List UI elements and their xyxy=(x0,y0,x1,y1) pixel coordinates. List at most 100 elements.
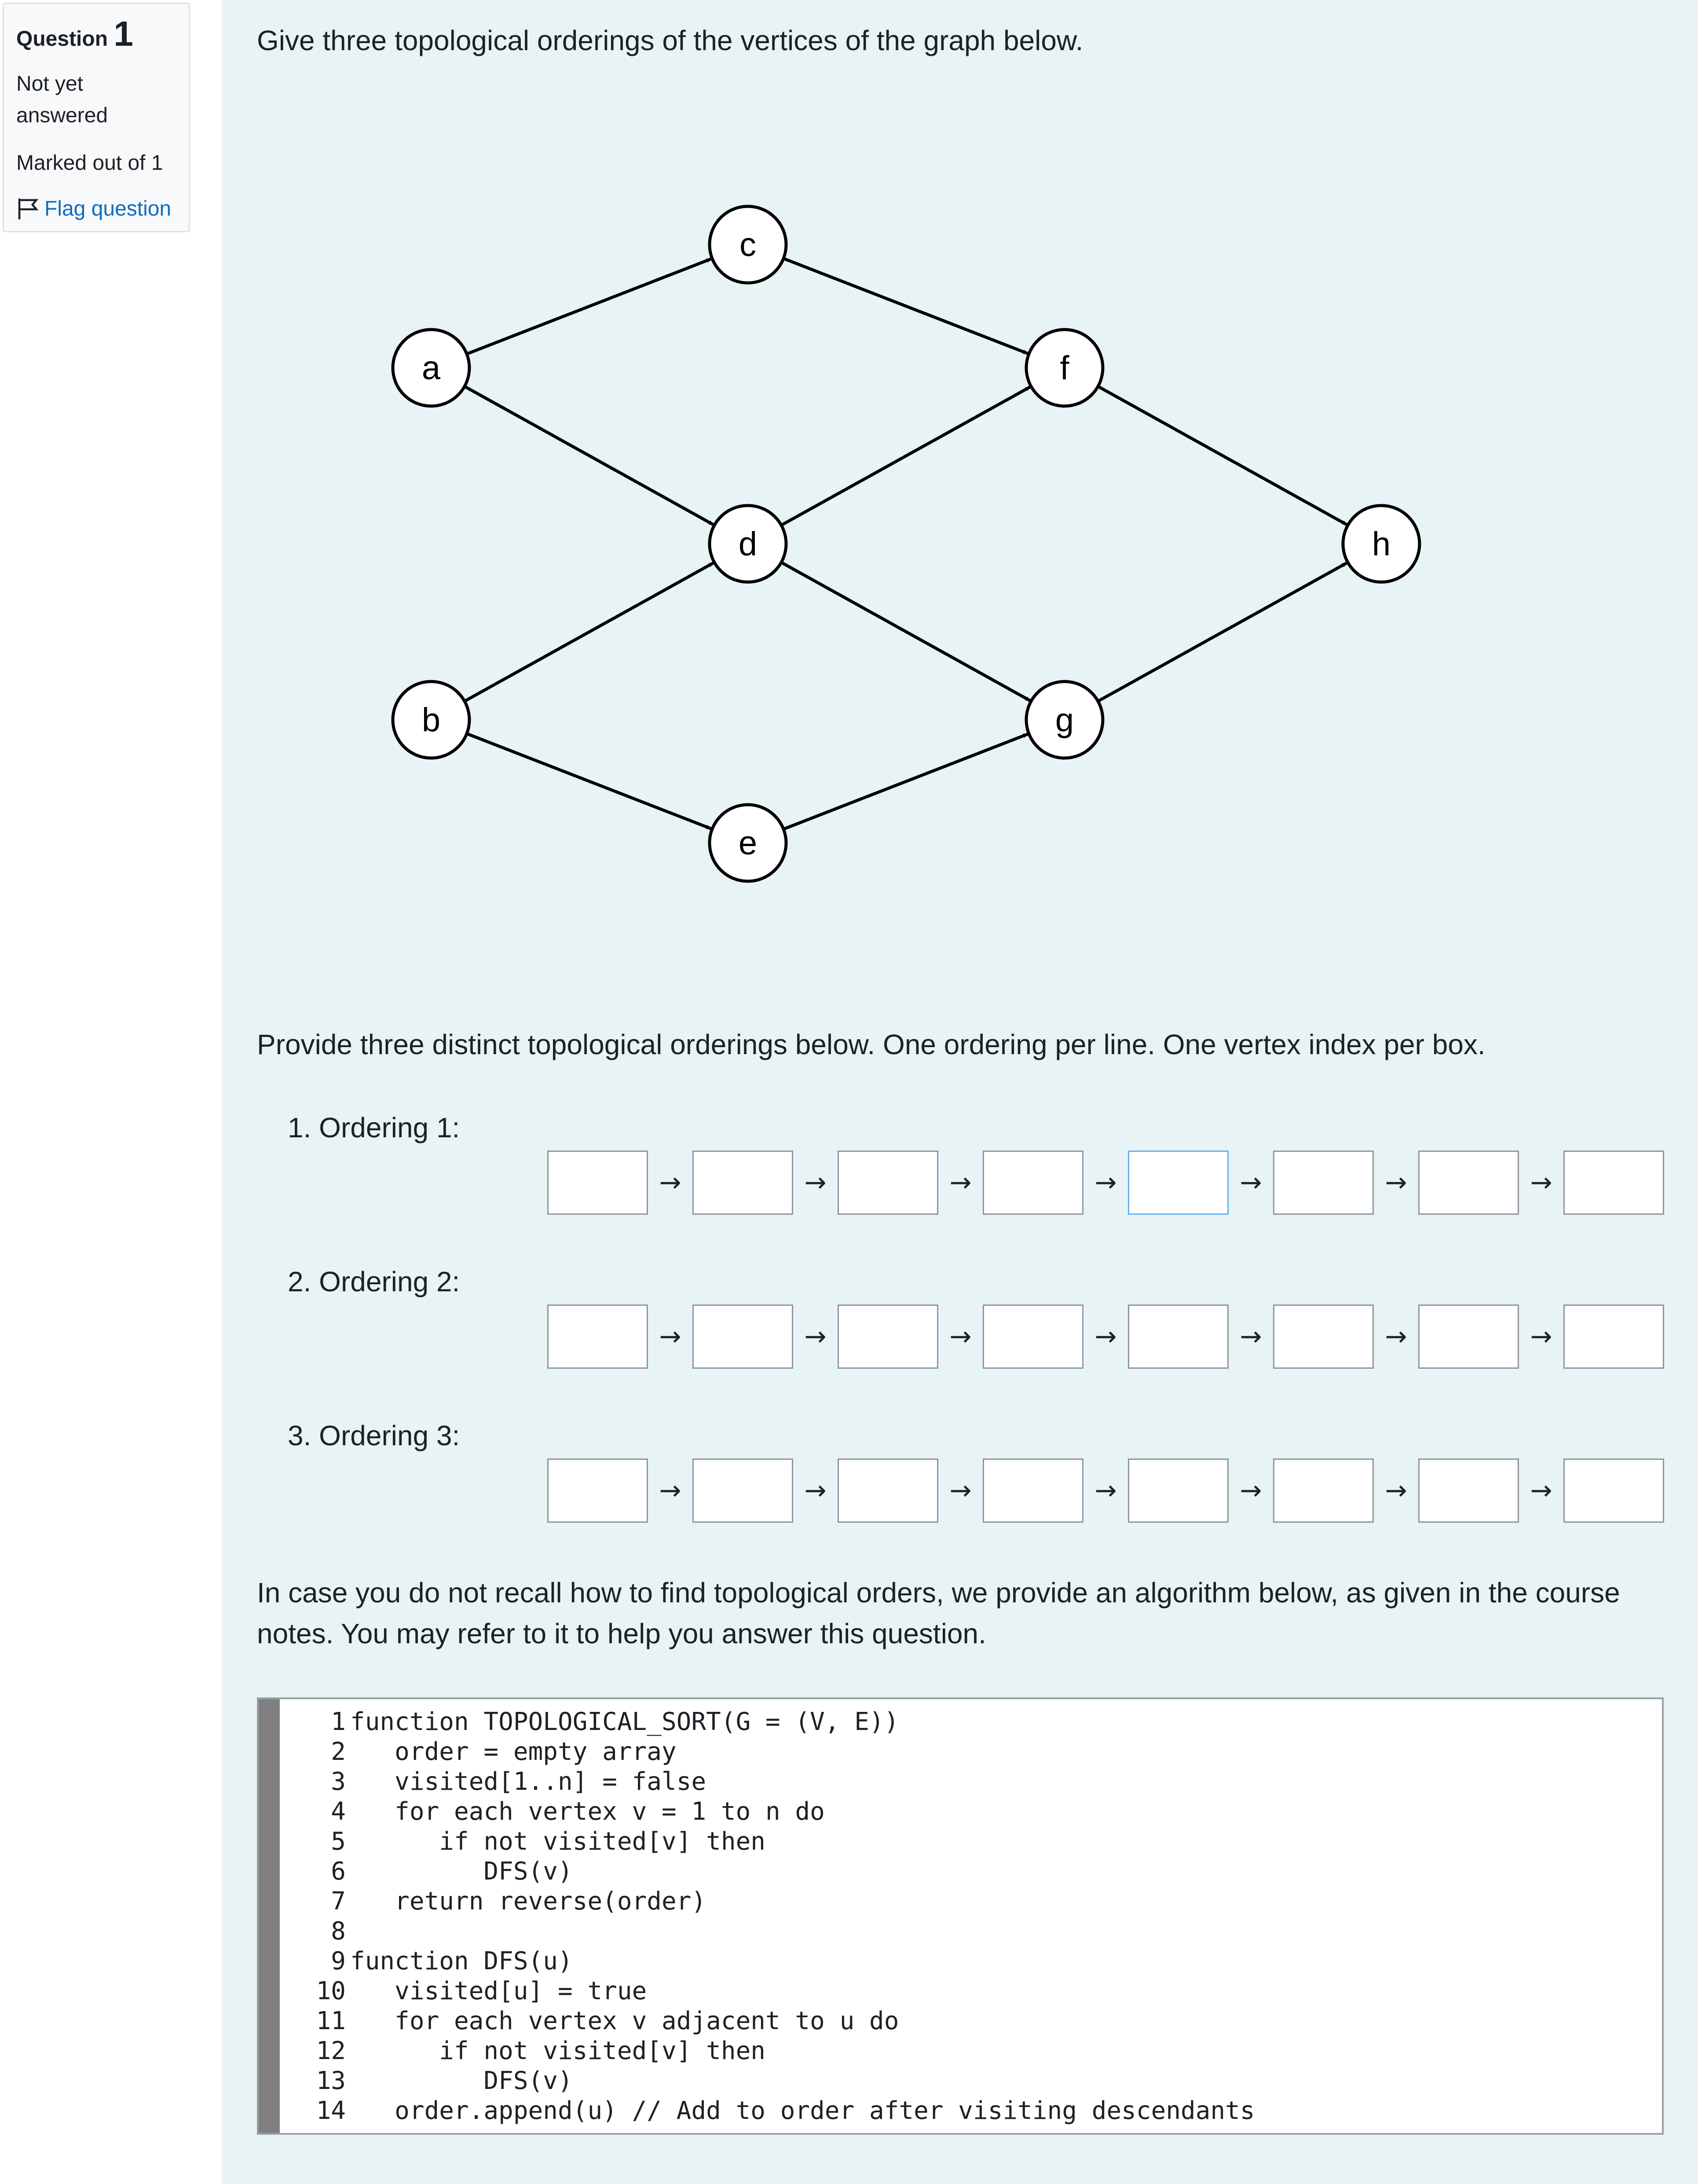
arrow-glyph: → xyxy=(1094,1167,1117,1198)
vertex-h: h xyxy=(1341,504,1421,584)
edge-c-f xyxy=(783,257,1029,355)
ordering-2-box-8[interactable] xyxy=(1563,1305,1664,1369)
ordering-2-box-5[interactable] xyxy=(1128,1305,1229,1369)
vertex-circle xyxy=(1025,328,1105,408)
code-line: 2 order = empty array xyxy=(280,1737,1662,1767)
arrow-glyph: → xyxy=(1385,1167,1407,1198)
line-number: 13 xyxy=(316,2067,346,2095)
line-number: 14 xyxy=(316,2096,346,2125)
vertex-circle xyxy=(708,504,788,584)
vertex-g: g xyxy=(1025,680,1105,760)
question-grade: Marked out of 1 xyxy=(16,151,163,175)
question-number: Question 1 xyxy=(16,16,189,51)
ordering-2-box-7[interactable] xyxy=(1418,1305,1519,1369)
ordering-2-box-3[interactable] xyxy=(838,1305,938,1369)
code-gutter-bar xyxy=(259,1699,280,2133)
line-number: 7 xyxy=(331,1887,346,1916)
vertex-f: f xyxy=(1025,328,1105,408)
ordering-1-box-7[interactable] xyxy=(1418,1151,1519,1215)
code-text: if not visited[v] then xyxy=(350,2037,766,2065)
code-line: 7 return reverse(order) xyxy=(280,1887,1662,1916)
ordering-3-box-3[interactable] xyxy=(838,1458,938,1523)
code-line: 10 visited[u] = true xyxy=(280,1976,1662,2006)
flag-icon xyxy=(18,198,39,220)
line-number: 10 xyxy=(316,1977,346,2005)
code-text: function DFS(u) xyxy=(350,1947,573,1975)
code-line: 13 DFS(v) xyxy=(280,2066,1662,2096)
vertex-label: c xyxy=(739,226,756,264)
vertex-circle xyxy=(391,328,471,408)
arrow-glyph: → xyxy=(949,1167,972,1198)
edge-a-c xyxy=(466,257,712,355)
line-number: 11 xyxy=(316,2007,346,2035)
edge-d-f xyxy=(780,385,1031,527)
vertex-label: a xyxy=(422,349,441,387)
arrow-glyph: → xyxy=(804,1321,827,1352)
code-text: return reverse(order) xyxy=(350,1887,706,1916)
code-text: visited[1..n] = false xyxy=(350,1767,706,1796)
flag-question-label: Flag question xyxy=(44,197,172,220)
vertex-b: b xyxy=(391,680,471,760)
question-state: Not yet answered xyxy=(16,72,108,127)
arrow-glyph: → xyxy=(1530,1321,1552,1352)
ordering-1-box-5[interactable] xyxy=(1128,1151,1229,1215)
ordering-2-box-1[interactable] xyxy=(547,1305,648,1369)
arrow-glyph: → xyxy=(659,1475,681,1506)
ordering-2-box-2[interactable] xyxy=(692,1305,793,1369)
line-number: 5 xyxy=(331,1827,346,1856)
vertex-circle xyxy=(708,205,788,285)
ordering-3-box-8[interactable] xyxy=(1563,1458,1664,1523)
code-line: 6 DFS(v) xyxy=(280,1857,1662,1887)
ordering-1-box-6[interactable] xyxy=(1273,1151,1374,1215)
code-text: for each vertex v adjacent to u do xyxy=(350,2007,899,2035)
arrow-glyph: → xyxy=(1094,1475,1117,1506)
vertex-circle xyxy=(391,680,471,760)
question-label: Question xyxy=(16,27,108,51)
arrow-glyph: → xyxy=(804,1167,827,1198)
ordering-1-box-3[interactable] xyxy=(838,1151,938,1215)
ordering-1-box-2[interactable] xyxy=(692,1151,793,1215)
ordering-3-box-7[interactable] xyxy=(1418,1458,1519,1523)
code-line: 3 visited[1..n] = false xyxy=(280,1767,1662,1797)
vertex-circle xyxy=(1025,680,1105,760)
line-number: 1 xyxy=(331,1708,346,1736)
arrow-glyph: → xyxy=(949,1475,972,1506)
code-text: if not visited[v] then xyxy=(350,1827,766,1856)
line-number: 2 xyxy=(331,1737,346,1766)
line-number: 4 xyxy=(331,1797,346,1826)
edge-b-d xyxy=(464,561,714,703)
arrow-glyph: → xyxy=(1385,1475,1407,1506)
ordering-2-label: 2. Ordering 2: xyxy=(288,1266,460,1297)
vertex-label: g xyxy=(1055,701,1074,739)
arrow-glyph: → xyxy=(1240,1167,1262,1198)
ordering-3-box-2[interactable] xyxy=(692,1458,793,1523)
ordering-3-box-6[interactable] xyxy=(1273,1458,1374,1523)
arrow-glyph: → xyxy=(1530,1475,1552,1506)
ordering-2-box-6[interactable] xyxy=(1273,1305,1374,1369)
arrow-glyph: → xyxy=(1240,1475,1262,1506)
arrow-glyph: → xyxy=(804,1475,827,1506)
arrow-glyph: → xyxy=(1240,1321,1262,1352)
ordering-1-box-8[interactable] xyxy=(1563,1151,1664,1215)
code-text: order.append(u) // Add to order after vi… xyxy=(350,2096,1255,2125)
code-line: 4 for each vertex v = 1 to n do xyxy=(280,1797,1662,1827)
arrow-glyph: → xyxy=(949,1321,972,1352)
ordering-1-box-1[interactable] xyxy=(547,1151,648,1215)
ordering-3-box-4[interactable] xyxy=(983,1458,1083,1523)
code-text: function TOPOLOGICAL_SORT(G = (V, E)) xyxy=(350,1708,899,1736)
edge-f-h xyxy=(1097,385,1348,526)
ordering-instructions: Provide three distinct topological order… xyxy=(257,1029,1486,1060)
ordering-1-box-4[interactable] xyxy=(983,1151,1083,1215)
ordering-3-box-5[interactable] xyxy=(1128,1458,1229,1523)
vertex-label: e xyxy=(739,824,757,862)
ordering-3-box-1[interactable] xyxy=(547,1458,648,1523)
flag-question-link[interactable]: Flag question xyxy=(16,196,189,221)
code-line: 8 xyxy=(280,1916,1662,1946)
ordering-2-box-4[interactable] xyxy=(983,1305,1083,1369)
code-text: DFS(v) xyxy=(350,1857,573,1886)
